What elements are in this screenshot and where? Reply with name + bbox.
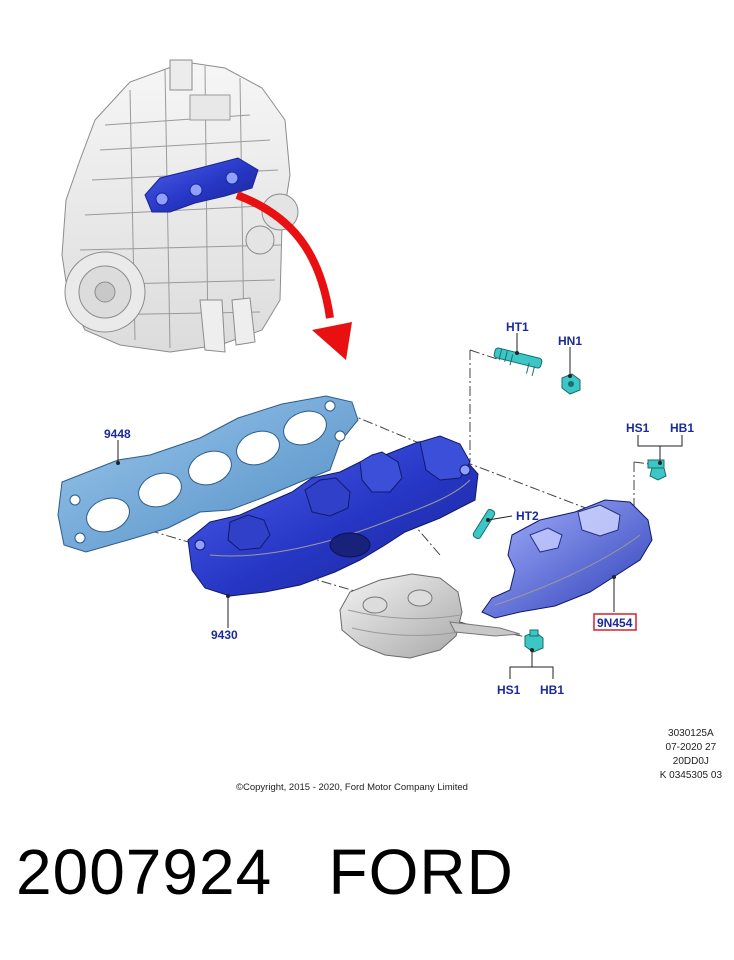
- bolt-bottom-icon: [524, 629, 544, 653]
- engine-assembly-illustration: [61, 59, 299, 353]
- callout-hs1-top: HS1: [626, 421, 650, 435]
- reference-line-2: 07-2020 27: [665, 742, 717, 753]
- nut-hn1-icon: [561, 373, 581, 395]
- exhaust-manifold-9430: [187, 435, 479, 597]
- callout-hb1-bottom: HB1: [540, 683, 564, 697]
- engine-manifold-highlight: [144, 157, 259, 213]
- highlight-box-9n454: [593, 613, 637, 631]
- callout-9430: 9430: [211, 628, 238, 642]
- lower-heat-shield: [339, 573, 521, 659]
- brand-name: FORD: [328, 836, 514, 908]
- red-arrow-icon: [235, 191, 352, 360]
- callout-9448: 9448: [104, 427, 131, 441]
- stud-ht1-icon: [493, 347, 543, 377]
- reference-line-4: K 0345305 03: [659, 770, 722, 781]
- copyright-notice: ©Copyright, 2015 - 2020, Ford Motor Comp…: [236, 782, 468, 793]
- bolt-top-icon: [647, 459, 667, 481]
- part-caption: 2007924 FORD: [16, 835, 514, 909]
- gasket-9448: [57, 395, 359, 553]
- callout-9n454: 9N454: [597, 616, 633, 630]
- callout-ht2: HT2: [516, 509, 539, 523]
- reference-block: 3030125A 07-2020 27 20DD0J K 0345305 03: [660, 727, 722, 783]
- callout-hn1: HN1: [558, 334, 582, 348]
- reference-line-3: 20DD0J: [672, 756, 709, 767]
- reference-line-1: 3030125A: [668, 728, 714, 739]
- callout-hb1-top: HB1: [670, 421, 694, 435]
- callout-hs1-bottom: HS1: [497, 683, 521, 697]
- callout-ht1: HT1: [506, 320, 529, 334]
- leader-lines: [116, 333, 683, 679]
- stud-ht2-icon: [472, 508, 496, 540]
- part-number: 2007924: [16, 836, 273, 908]
- heat-shield-9n454: [481, 499, 653, 619]
